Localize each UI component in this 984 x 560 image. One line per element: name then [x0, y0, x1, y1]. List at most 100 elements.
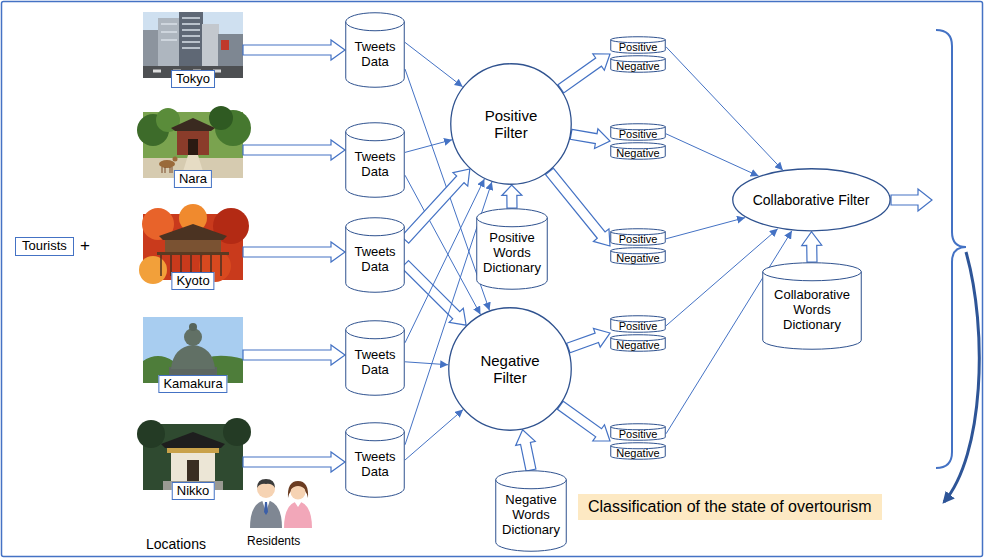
- buddha-photo: [171, 345, 215, 369]
- block-arrow: [567, 328, 610, 352]
- cylinder-label: Tweets Data: [349, 40, 401, 70]
- data-cylinder: Tweets Data: [345, 320, 405, 396]
- cylinder-top: [763, 263, 862, 281]
- result-label: Positive: [614, 429, 662, 440]
- result-label: Positive: [614, 129, 662, 140]
- result-cylinder: Positive: [610, 315, 666, 333]
- cylinder-body: [346, 227, 405, 293]
- temple-park-photo: [188, 139, 198, 155]
- temple-park-photo: [173, 157, 178, 162]
- cylinder-body: [611, 251, 666, 264]
- result-cylinder: Negative: [610, 247, 666, 265]
- cylinder-body: [611, 338, 666, 351]
- autumn-temple-photo: [157, 252, 229, 255]
- cylinder-body: [611, 40, 666, 53]
- ellipse-shape: [449, 308, 572, 431]
- block-arrow: [546, 168, 610, 246]
- block-arrow: [802, 232, 822, 262]
- city-photo: [143, 12, 243, 78]
- cylinder-top: [346, 321, 405, 339]
- cylinder-body: [346, 330, 405, 396]
- result-cylinder: Negative: [610, 442, 666, 460]
- shrine-photo: [161, 432, 225, 448]
- filter-circle: Positive Filter: [450, 63, 572, 185]
- result-label: Negative: [614, 340, 662, 351]
- cylinder-label: Tweets Data: [349, 150, 401, 180]
- temple-park-photo: [159, 160, 175, 168]
- cylinder-body: [611, 146, 666, 159]
- cylinder-label: Tweets Data: [349, 348, 401, 378]
- ellipse-shape: [451, 64, 572, 185]
- caption-label: Residents: [247, 535, 300, 549]
- result-cylinder: Positive: [610, 36, 666, 54]
- residents-figure: [294, 501, 302, 507]
- block-arrow: [570, 129, 610, 149]
- shrine-photo: [171, 453, 215, 481]
- cylinder-label: Tweets Data: [349, 245, 401, 275]
- autumn-temple-photo: [165, 240, 221, 252]
- caption-label: Locations: [146, 536, 206, 552]
- plus-sign: +: [80, 236, 90, 256]
- result-label: Negative: [614, 148, 662, 159]
- residents-figure: [250, 500, 282, 528]
- shrine-photo: [223, 418, 251, 446]
- block-arrow: [243, 452, 345, 472]
- thin-arrow: [405, 179, 484, 343]
- result-cylinder: Positive: [610, 228, 666, 246]
- city-photo: [143, 12, 243, 78]
- result-cylinder: Negative: [610, 55, 666, 73]
- location-photo: Kamakura: [143, 317, 243, 393]
- cylinder-top: [477, 209, 548, 227]
- location-name: Nara: [174, 170, 212, 188]
- temple-park-photo: [209, 106, 233, 130]
- temple-park-photo: [177, 131, 209, 155]
- cylinder-body: [477, 218, 548, 289]
- data-cylinder: Tweets Data: [345, 12, 405, 88]
- result-label: Positive: [614, 234, 662, 245]
- temple-park-photo: [171, 118, 215, 131]
- block-arrow: [243, 345, 345, 365]
- thin-arrow: [666, 47, 783, 170]
- location-photo: Nara: [143, 112, 243, 188]
- cylinder-body: [346, 432, 405, 498]
- cylinder-body: [611, 232, 666, 245]
- cylinder-body: [611, 59, 666, 72]
- shrine-photo: [167, 448, 219, 453]
- ellipse-shape: [732, 169, 889, 231]
- filter-name: Positive Filter: [471, 107, 551, 142]
- cylinder-body: [763, 272, 862, 349]
- result-label: Positive: [614, 42, 662, 53]
- autumn-temple-photo: [159, 224, 227, 240]
- cylinder-body: [496, 480, 567, 551]
- source-name: Tourists: [22, 239, 67, 254]
- block-arrow: [891, 189, 932, 211]
- cylinder-label: Tweets Data: [349, 450, 401, 480]
- result-cylinder: Positive: [610, 123, 666, 141]
- thin-arrow: [405, 410, 463, 460]
- result-label: Negative: [614, 61, 662, 72]
- filter-name: Negative Filter: [470, 352, 550, 387]
- cylinder-top: [346, 13, 405, 31]
- thin-arrow: [666, 218, 745, 239]
- dictionary-name: Collaborative Words Dictionary: [766, 288, 858, 333]
- dictionary-cylinder: Negative Words Dictionary: [495, 470, 567, 552]
- shrine-photo: [137, 420, 165, 448]
- block-arrow: [557, 401, 610, 441]
- block-arrow: [401, 261, 466, 326]
- dictionary-cylinder: Positive Words Dictionary: [476, 208, 548, 290]
- cylinder-top: [346, 123, 405, 141]
- cylinder-top: [346, 423, 405, 441]
- data-cylinder: Tweets Data: [345, 422, 405, 498]
- location-photo: Tokyo: [143, 12, 243, 88]
- location-name: Kyoto: [171, 272, 214, 290]
- residents-figure: [257, 479, 275, 488]
- cylinder-body: [611, 319, 666, 332]
- data-cylinder: Tweets Data: [345, 217, 405, 293]
- buddha-photo: [143, 317, 243, 383]
- data-cylinder: Tweets Data: [345, 122, 405, 198]
- residents-figure: [290, 483, 306, 490]
- location-photo: Nikko: [143, 424, 243, 500]
- filter-name: Collaborative Filter: [743, 192, 879, 208]
- cylinder-body: [611, 427, 666, 440]
